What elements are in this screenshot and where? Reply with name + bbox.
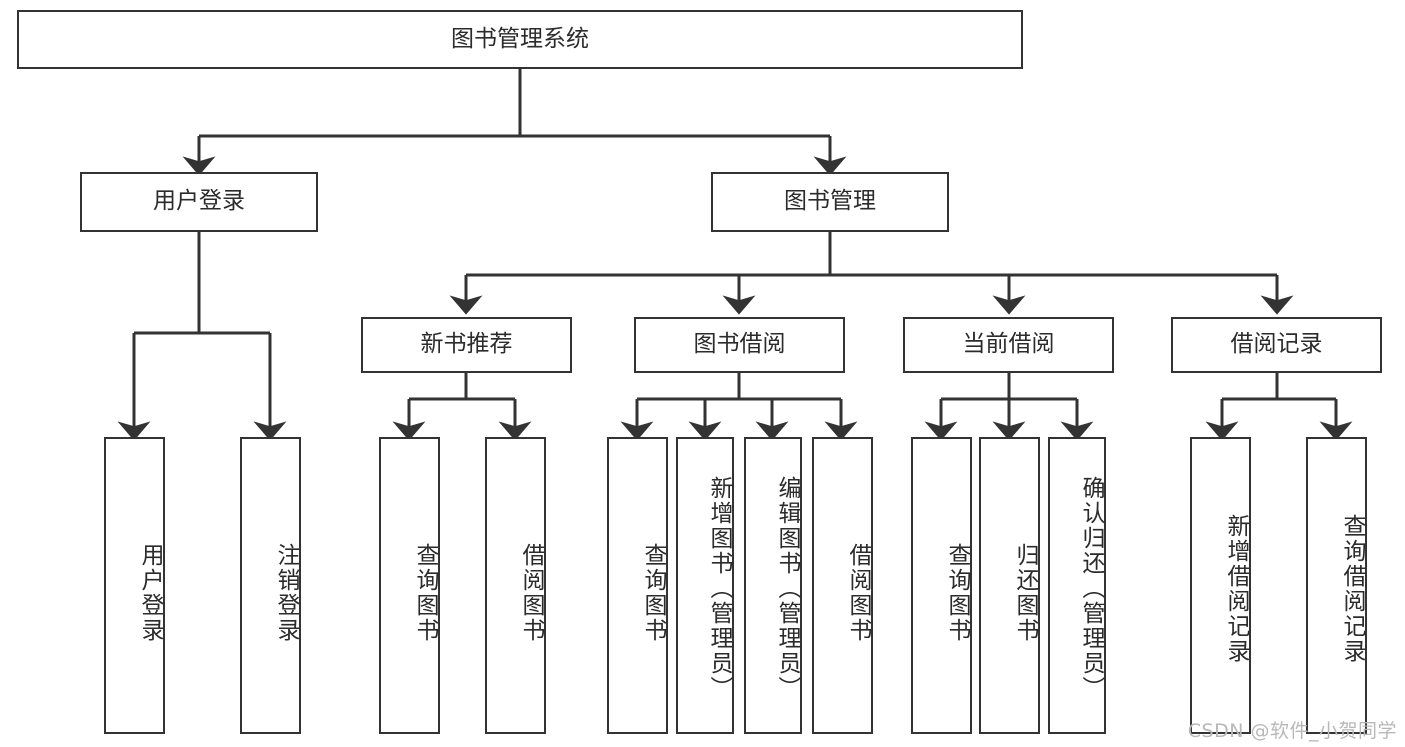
node-root-label: 图书管理系统 (451, 25, 589, 52)
leaf-confirm-return-admin-label: 确认归还（管理员） (1078, 476, 1104, 701)
node-current-borrow-label: 当前借阅 (962, 331, 1055, 358)
watermark: CSDN @软件_小贺同学 (1187, 720, 1397, 742)
leaf-query-book-newbook[interactable]: 查询图书 (379, 437, 440, 734)
leaf-confirm-return-admin[interactable]: 确认归还（管理员） (1048, 437, 1106, 734)
leaf-logout-label: 注销登录 (273, 542, 299, 643)
node-current-borrow[interactable]: 当前借阅 (903, 317, 1114, 373)
leaf-query-book-current-label: 查询图书 (944, 542, 970, 643)
leaf-query-book-current[interactable]: 查询图书 (911, 437, 972, 734)
node-root[interactable]: 图书管理系统 (17, 10, 1023, 69)
leaf-add-borrow-record-label: 新增借阅记录 (1223, 513, 1249, 664)
leaf-logout[interactable]: 注销登录 (240, 437, 301, 734)
node-borrow-record-label: 借阅记录 (1230, 331, 1323, 358)
leaf-return-book-label: 归还图书 (1012, 542, 1038, 643)
leaf-query-borrow-record-label: 查询借阅记录 (1339, 513, 1365, 664)
node-new-book-recommend[interactable]: 新书推荐 (361, 317, 572, 373)
leaf-add-book-admin[interactable]: 新增图书（管理员） (676, 437, 734, 734)
leaf-query-book-newbook-label: 查询图书 (412, 542, 438, 643)
leaf-borrow-book-newbook-label: 借阅图书 (518, 542, 544, 643)
leaf-edit-book-admin-label: 编辑图书（管理员） (774, 476, 800, 701)
leaf-add-book-admin-label: 新增图书（管理员） (706, 476, 732, 701)
leaf-borrow-book-borrow[interactable]: 借阅图书 (812, 437, 873, 734)
leaf-edit-book-admin[interactable]: 编辑图书（管理员） (744, 437, 802, 734)
leaf-return-book[interactable]: 归还图书 (979, 437, 1040, 734)
leaf-borrow-book-borrow-label: 借阅图书 (845, 542, 871, 643)
leaf-borrow-book-newbook[interactable]: 借阅图书 (485, 437, 546, 734)
node-borrow-record[interactable]: 借阅记录 (1171, 317, 1382, 373)
leaf-add-borrow-record[interactable]: 新增借阅记录 (1190, 437, 1251, 734)
node-book-borrow-label: 图书借阅 (693, 331, 786, 358)
node-user-login-label: 用户登录 (153, 188, 245, 215)
leaf-query-borrow-record[interactable]: 查询借阅记录 (1306, 437, 1367, 734)
node-user-login[interactable]: 用户登录 (80, 172, 318, 232)
leaf-user-login[interactable]: 用户登录 (104, 437, 165, 734)
node-book-management[interactable]: 图书管理 (711, 172, 949, 232)
leaf-query-book-borrow[interactable]: 查询图书 (607, 437, 668, 734)
node-new-book-recommend-label: 新书推荐 (420, 331, 513, 358)
leaf-user-login-label: 用户登录 (137, 542, 163, 643)
node-book-borrow[interactable]: 图书借阅 (634, 317, 845, 373)
leaf-query-book-borrow-label: 查询图书 (640, 542, 666, 643)
node-book-management-label: 图书管理 (784, 188, 876, 215)
